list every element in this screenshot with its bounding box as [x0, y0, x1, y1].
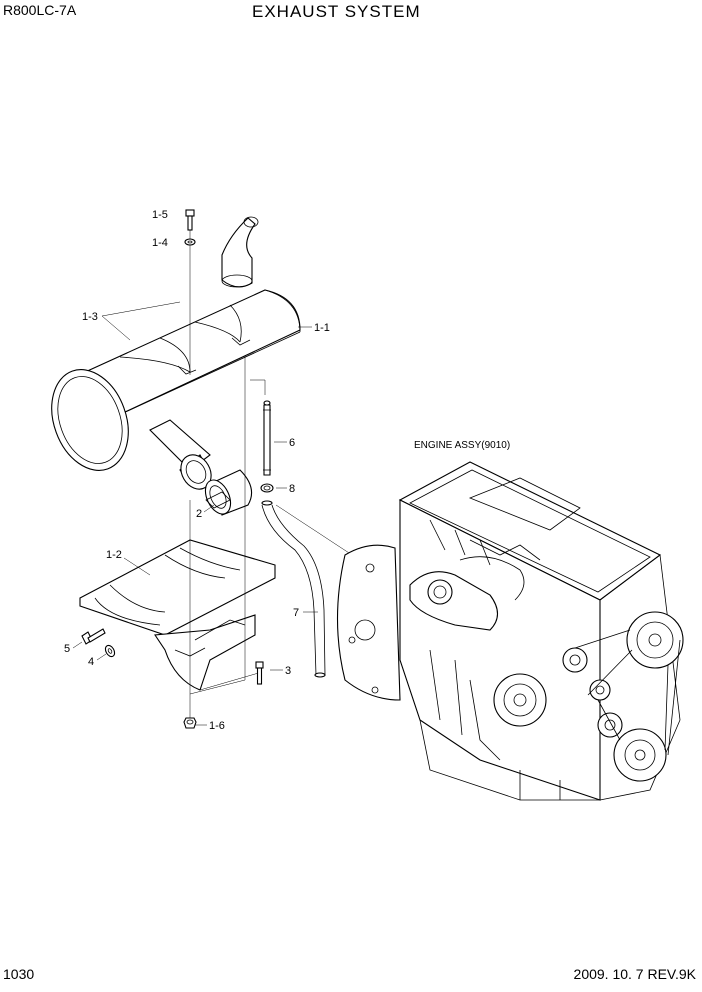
- callout-1-6: 1-6: [209, 720, 225, 732]
- callout-2: 2: [196, 508, 202, 520]
- bolt-1-5: [185, 209, 195, 231]
- muffler: [51, 216, 301, 490]
- model-code: R800LC-7A: [3, 2, 77, 18]
- page-title: EXHAUST SYSTEM: [252, 2, 421, 21]
- callout-1-3: 1-3: [82, 311, 98, 323]
- callout-1-5: 1-5: [152, 209, 168, 221]
- engine-assembly: [336, 461, 684, 801]
- exhaust-clamp: [204, 469, 253, 516]
- hose-7: [261, 500, 326, 678]
- callout-1-2: 1-2: [106, 549, 122, 561]
- revision-date: 2009. 10. 7 REV.9K: [573, 966, 696, 982]
- callout-7: 7: [293, 607, 299, 619]
- page-number: 1030: [3, 966, 35, 982]
- bolt-3: [255, 661, 264, 685]
- engine-assy-label: ENGINE ASSY(9010): [414, 440, 510, 451]
- washer-4: [104, 644, 116, 658]
- callout-3: 3: [285, 665, 291, 677]
- nut-1-6: [183, 717, 197, 729]
- callout-8: 8: [289, 483, 295, 495]
- washer-1-4: [184, 238, 196, 246]
- callout-6: 6: [289, 437, 295, 449]
- callout-4: 4: [88, 656, 94, 668]
- callout-1-4: 1-4: [152, 237, 168, 249]
- muffler-bracket: [79, 539, 276, 691]
- callout-1-1: 1-1: [314, 322, 330, 334]
- callout-5: 5: [64, 643, 70, 655]
- bolt-5: [81, 628, 106, 645]
- clip-8: [260, 483, 274, 493]
- tube-6: [263, 400, 271, 476]
- leader-lines: [72, 222, 379, 726]
